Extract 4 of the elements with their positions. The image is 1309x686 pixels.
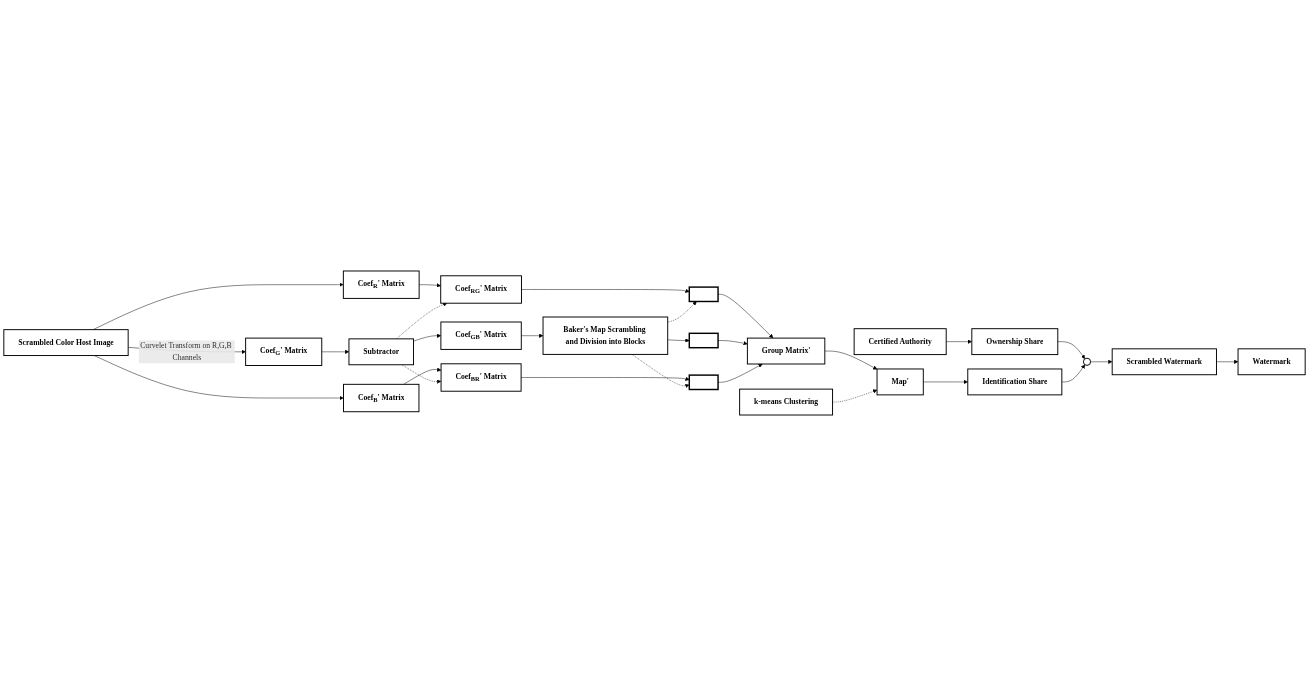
node-grid [688,286,719,303]
node-grid [688,374,719,391]
node-circle [1082,357,1092,366]
node-grid [688,332,719,349]
